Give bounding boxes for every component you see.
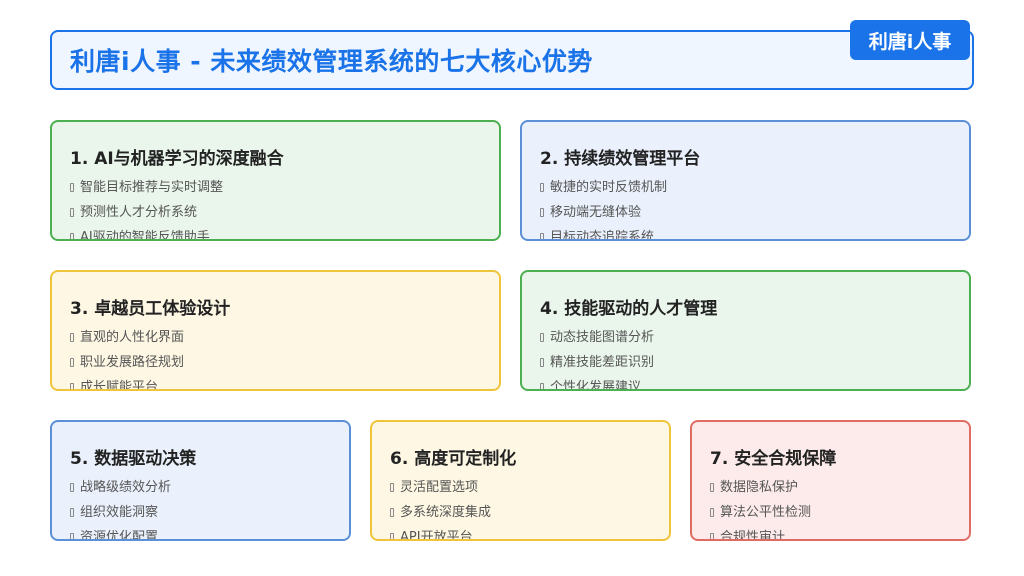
list-item-text: 算法公平性检测 (720, 505, 812, 520)
list-item: 预测性人才分析系统 (70, 200, 481, 225)
bullet-icon (710, 508, 714, 517)
bullet-icon (540, 208, 544, 217)
bullet-icon (390, 508, 394, 517)
list-item-text: 成长赋能平台 (80, 380, 159, 391)
card-title: 5. 数据驱动决策 (70, 449, 197, 469)
list-item: 智能目标推荐与实时调整 (70, 175, 481, 200)
bullet-icon (540, 383, 544, 389)
bullet-icon (540, 183, 544, 192)
card-list: 灵活配置选项 多系统深度集成 API开放平台 (390, 475, 651, 541)
list-item-text: 预测性人才分析系统 (80, 205, 198, 220)
list-item: 目标动态追踪系统 (540, 225, 951, 241)
card-customizable: 6. 高度可定制化 灵活配置选项 多系统深度集成 API开放平台 (370, 420, 671, 541)
list-item-text: 灵活配置选项 (400, 480, 479, 495)
card-list: 战略级绩效分析 组织效能洞察 资源优化配置 (70, 475, 331, 541)
list-item: 直观的人性化界面 (70, 325, 481, 350)
list-item: 职业发展路径规划 (70, 350, 481, 375)
list-item: 移动端无缝体验 (540, 200, 951, 225)
list-item-text: 合规性审计 (720, 530, 786, 541)
list-item-text: 数据隐私保护 (720, 480, 799, 495)
list-item: 动态技能图谱分析 (540, 325, 951, 350)
list-item: 成长赋能平台 (70, 375, 481, 391)
bullet-icon (390, 483, 394, 492)
card-ai-ml: 1. AI与机器学习的深度融合 智能目标推荐与实时调整 预测性人才分析系统 AI… (50, 120, 501, 241)
list-item: 战略级绩效分析 (70, 475, 331, 500)
list-item: 数据隐私保护 (710, 475, 951, 500)
bullet-icon (710, 533, 714, 539)
card-list: 数据隐私保护 算法公平性检测 合规性审计 (710, 475, 951, 541)
bullet-icon (70, 208, 74, 217)
list-item-text: API开放平台 (400, 530, 473, 541)
list-item: 算法公平性检测 (710, 500, 951, 525)
bullet-icon (70, 233, 74, 239)
list-item: 资源优化配置 (70, 525, 331, 541)
card-employee-experience: 3. 卓越员工体验设计 直观的人性化界面 职业发展路径规划 成长赋能平台 (50, 270, 501, 391)
list-item: 多系统深度集成 (390, 500, 651, 525)
bullet-icon (70, 383, 74, 389)
list-item-text: 个性化发展建议 (550, 380, 642, 391)
list-item-text: 敏捷的实时反馈机制 (550, 180, 668, 195)
page-title: 利唐i人事 - 未来绩效管理系统的七大核心优势 (70, 47, 593, 76)
list-item-text: 战略级绩效分析 (80, 480, 172, 495)
list-item-text: 动态技能图谱分析 (550, 330, 655, 345)
bullet-icon (540, 233, 544, 239)
card-skills-talent: 4. 技能驱动的人才管理 动态技能图谱分析 精准技能差距识别 个性化发展建议 (520, 270, 971, 391)
card-title: 1. AI与机器学习的深度融合 (70, 149, 284, 169)
list-item-text: 智能目标推荐与实时调整 (80, 180, 224, 195)
card-title: 6. 高度可定制化 (390, 449, 517, 469)
card-data-driven: 5. 数据驱动决策 战略级绩效分析 组织效能洞察 资源优化配置 (50, 420, 351, 541)
bullet-icon (70, 483, 74, 492)
bullet-icon (70, 508, 74, 517)
list-item-text: 精准技能差距识别 (550, 355, 655, 370)
card-continuous-performance: 2. 持续绩效管理平台 敏捷的实时反馈机制 移动端无缝体验 目标动态追踪系统 (520, 120, 971, 241)
list-item-text: 直观的人性化界面 (80, 330, 185, 345)
card-list: 动态技能图谱分析 精准技能差距识别 个性化发展建议 (540, 325, 951, 391)
card-security-compliance: 7. 安全合规保障 数据隐私保护 算法公平性检测 合规性审计 (690, 420, 971, 541)
list-item: API开放平台 (390, 525, 651, 541)
list-item: 敏捷的实时反馈机制 (540, 175, 951, 200)
list-item-text: 组织效能洞察 (80, 505, 159, 520)
list-item-text: 资源优化配置 (80, 530, 159, 541)
list-item: 组织效能洞察 (70, 500, 331, 525)
card-list: 智能目标推荐与实时调整 预测性人才分析系统 AI驱动的智能反馈助手 (70, 175, 481, 241)
list-item-text: 目标动态追踪系统 (550, 230, 655, 241)
list-item: 个性化发展建议 (540, 375, 951, 391)
card-title: 7. 安全合规保障 (710, 449, 837, 469)
bullet-icon (70, 358, 74, 367)
bullet-icon (70, 183, 74, 192)
title-box: 利唐i人事 - 未来绩效管理系统的七大核心优势 (50, 30, 974, 90)
brand-badge: 利唐i人事 (850, 20, 970, 60)
list-item-text: 职业发展路径规划 (80, 355, 185, 370)
card-title: 2. 持续绩效管理平台 (540, 149, 701, 169)
bullet-icon (390, 533, 394, 539)
card-title: 4. 技能驱动的人才管理 (540, 299, 718, 319)
list-item: 精准技能差距识别 (540, 350, 951, 375)
card-list: 直观的人性化界面 职业发展路径规划 成长赋能平台 (70, 325, 481, 391)
list-item-text: AI驱动的智能反馈助手 (80, 230, 210, 241)
card-list: 敏捷的实时反馈机制 移动端无缝体验 目标动态追踪系统 (540, 175, 951, 241)
bullet-icon (710, 483, 714, 492)
bullet-icon (70, 333, 74, 342)
card-title: 3. 卓越员工体验设计 (70, 299, 231, 319)
bullet-icon (540, 333, 544, 342)
list-item-text: 多系统深度集成 (400, 505, 492, 520)
list-item: AI驱动的智能反馈助手 (70, 225, 481, 241)
bullet-icon (70, 533, 74, 539)
list-item-text: 移动端无缝体验 (550, 205, 642, 220)
list-item: 合规性审计 (710, 525, 951, 541)
bullet-icon (540, 358, 544, 367)
list-item: 灵活配置选项 (390, 475, 651, 500)
